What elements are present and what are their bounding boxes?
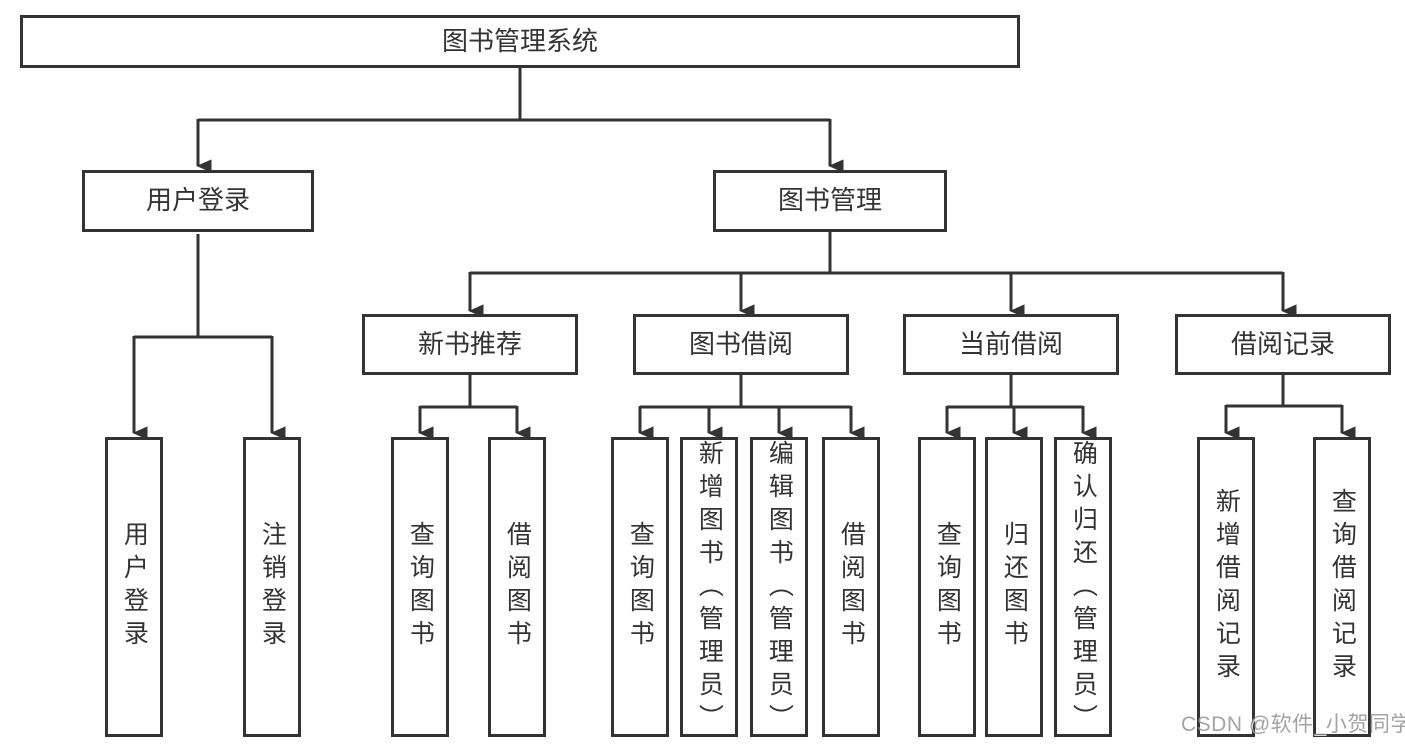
leaf-borrow-query-books: 查询图书 <box>611 437 669 737</box>
leaf-recommend-query-books: 查询图书 <box>391 437 449 737</box>
leaf-return-books: 归还图书 <box>985 437 1043 737</box>
leaf-add-borrow-record: 新增借阅记录 <box>1197 437 1255 737</box>
leaf-add-books-admin: 新增图书（管理员） <box>680 437 738 737</box>
leaf-query-borrow-record: 查询借阅记录 <box>1313 437 1371 737</box>
node-book-management-branch: 图书管理 <box>713 170 947 232</box>
csdn-watermark: CSDN @软件_小贺同学 <box>1181 713 1405 736</box>
leaf-current-query-books: 查询图书 <box>918 437 976 737</box>
node-user-login-branch: 用户登录 <box>82 170 314 232</box>
node-borrow-records: 借阅记录 <box>1175 314 1391 375</box>
leaf-logout-login: 注销登录 <box>243 437 301 737</box>
node-root-library-system: 图书管理系统 <box>20 15 1020 68</box>
node-new-book-recommend: 新书推荐 <box>362 314 578 375</box>
leaf-user-login: 用户登录 <box>105 437 163 737</box>
leaf-confirm-return-admin: 确认归还（管理员） <box>1054 437 1112 737</box>
node-current-borrow: 当前借阅 <box>903 314 1119 375</box>
leaf-borrow-books: 借阅图书 <box>822 437 880 737</box>
node-book-borrow: 图书借阅 <box>633 314 849 375</box>
leaf-edit-books-admin: 编辑图书（管理员） <box>750 437 808 737</box>
leaf-recommend-borrow-books: 借阅图书 <box>488 437 546 737</box>
